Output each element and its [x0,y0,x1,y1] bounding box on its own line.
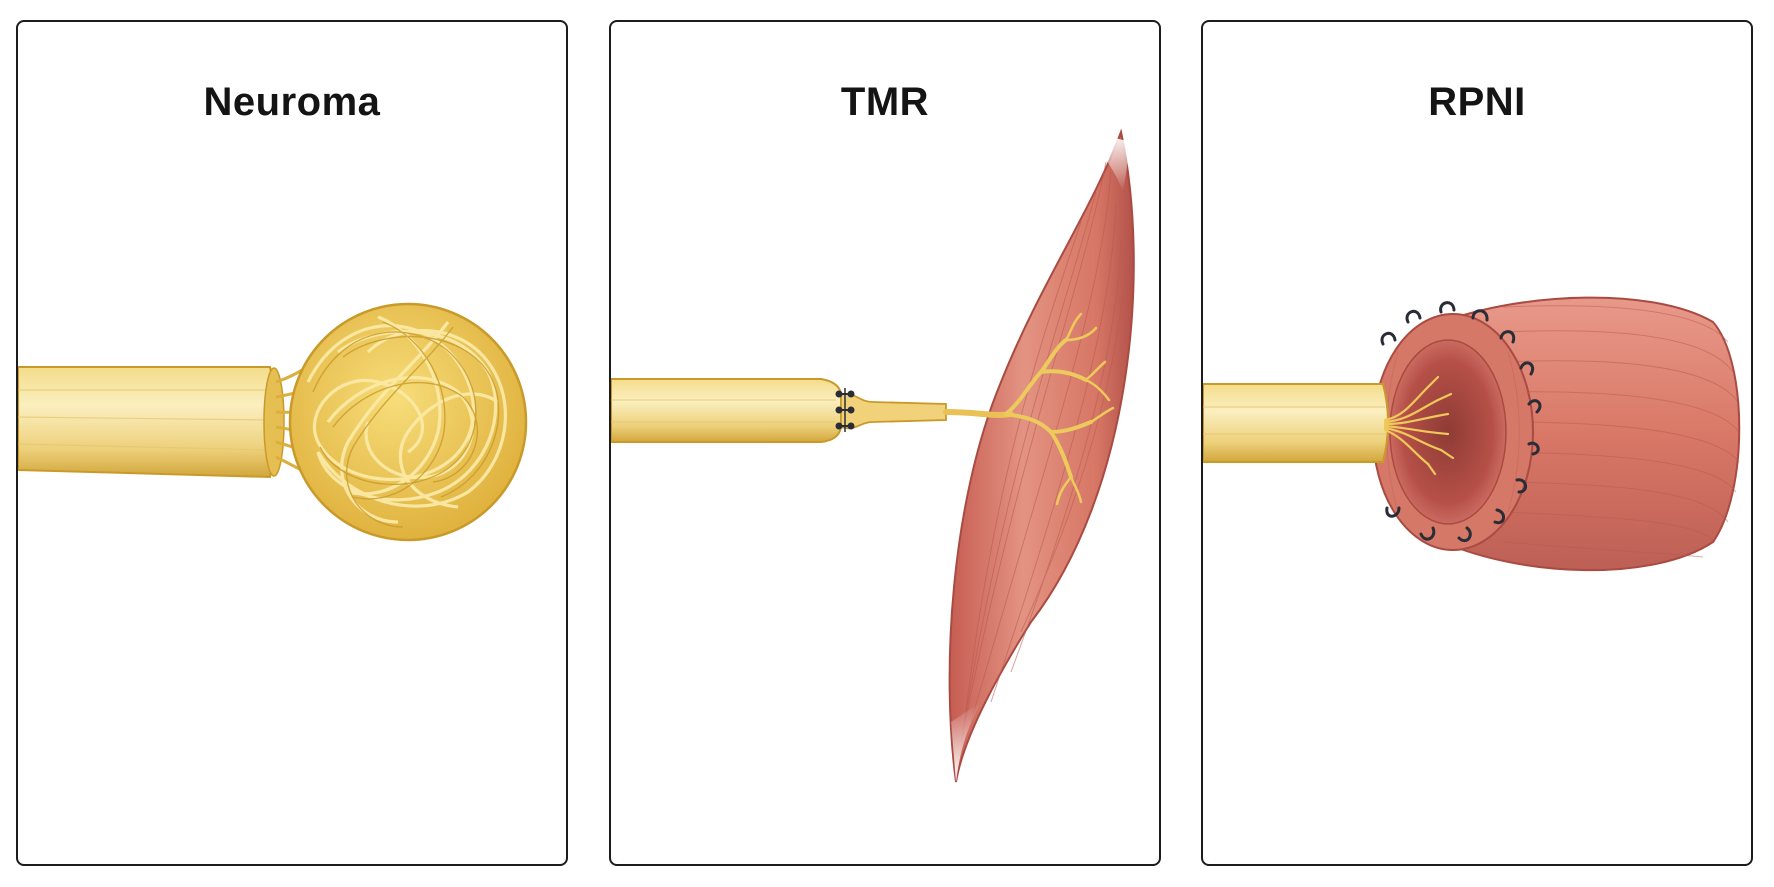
graft-sutures [1380,301,1542,543]
panel-title: TMR [840,80,930,124]
nerve-stump [1203,383,1389,463]
panel-title: RPNI [1428,80,1526,124]
tmr-illustration [611,128,1135,783]
neuroma-panel: Neuroma [16,20,568,866]
donor-nerve [611,378,842,443]
rpni-illustration [1203,296,1741,572]
nerve-trunk [18,366,276,479]
neuroma-knot [288,302,528,542]
nerve-fascicles [1383,375,1455,476]
nerve-branches [943,409,1014,418]
panel-title: Neuroma [203,80,381,124]
muscle-graft [1372,296,1741,572]
coaptation-sutures [835,388,855,432]
rpni-panel: RPNI [1201,20,1753,866]
target-muscle [948,128,1135,783]
neuroma-illustration [18,302,528,542]
tmr-panel: TMR [609,20,1161,866]
